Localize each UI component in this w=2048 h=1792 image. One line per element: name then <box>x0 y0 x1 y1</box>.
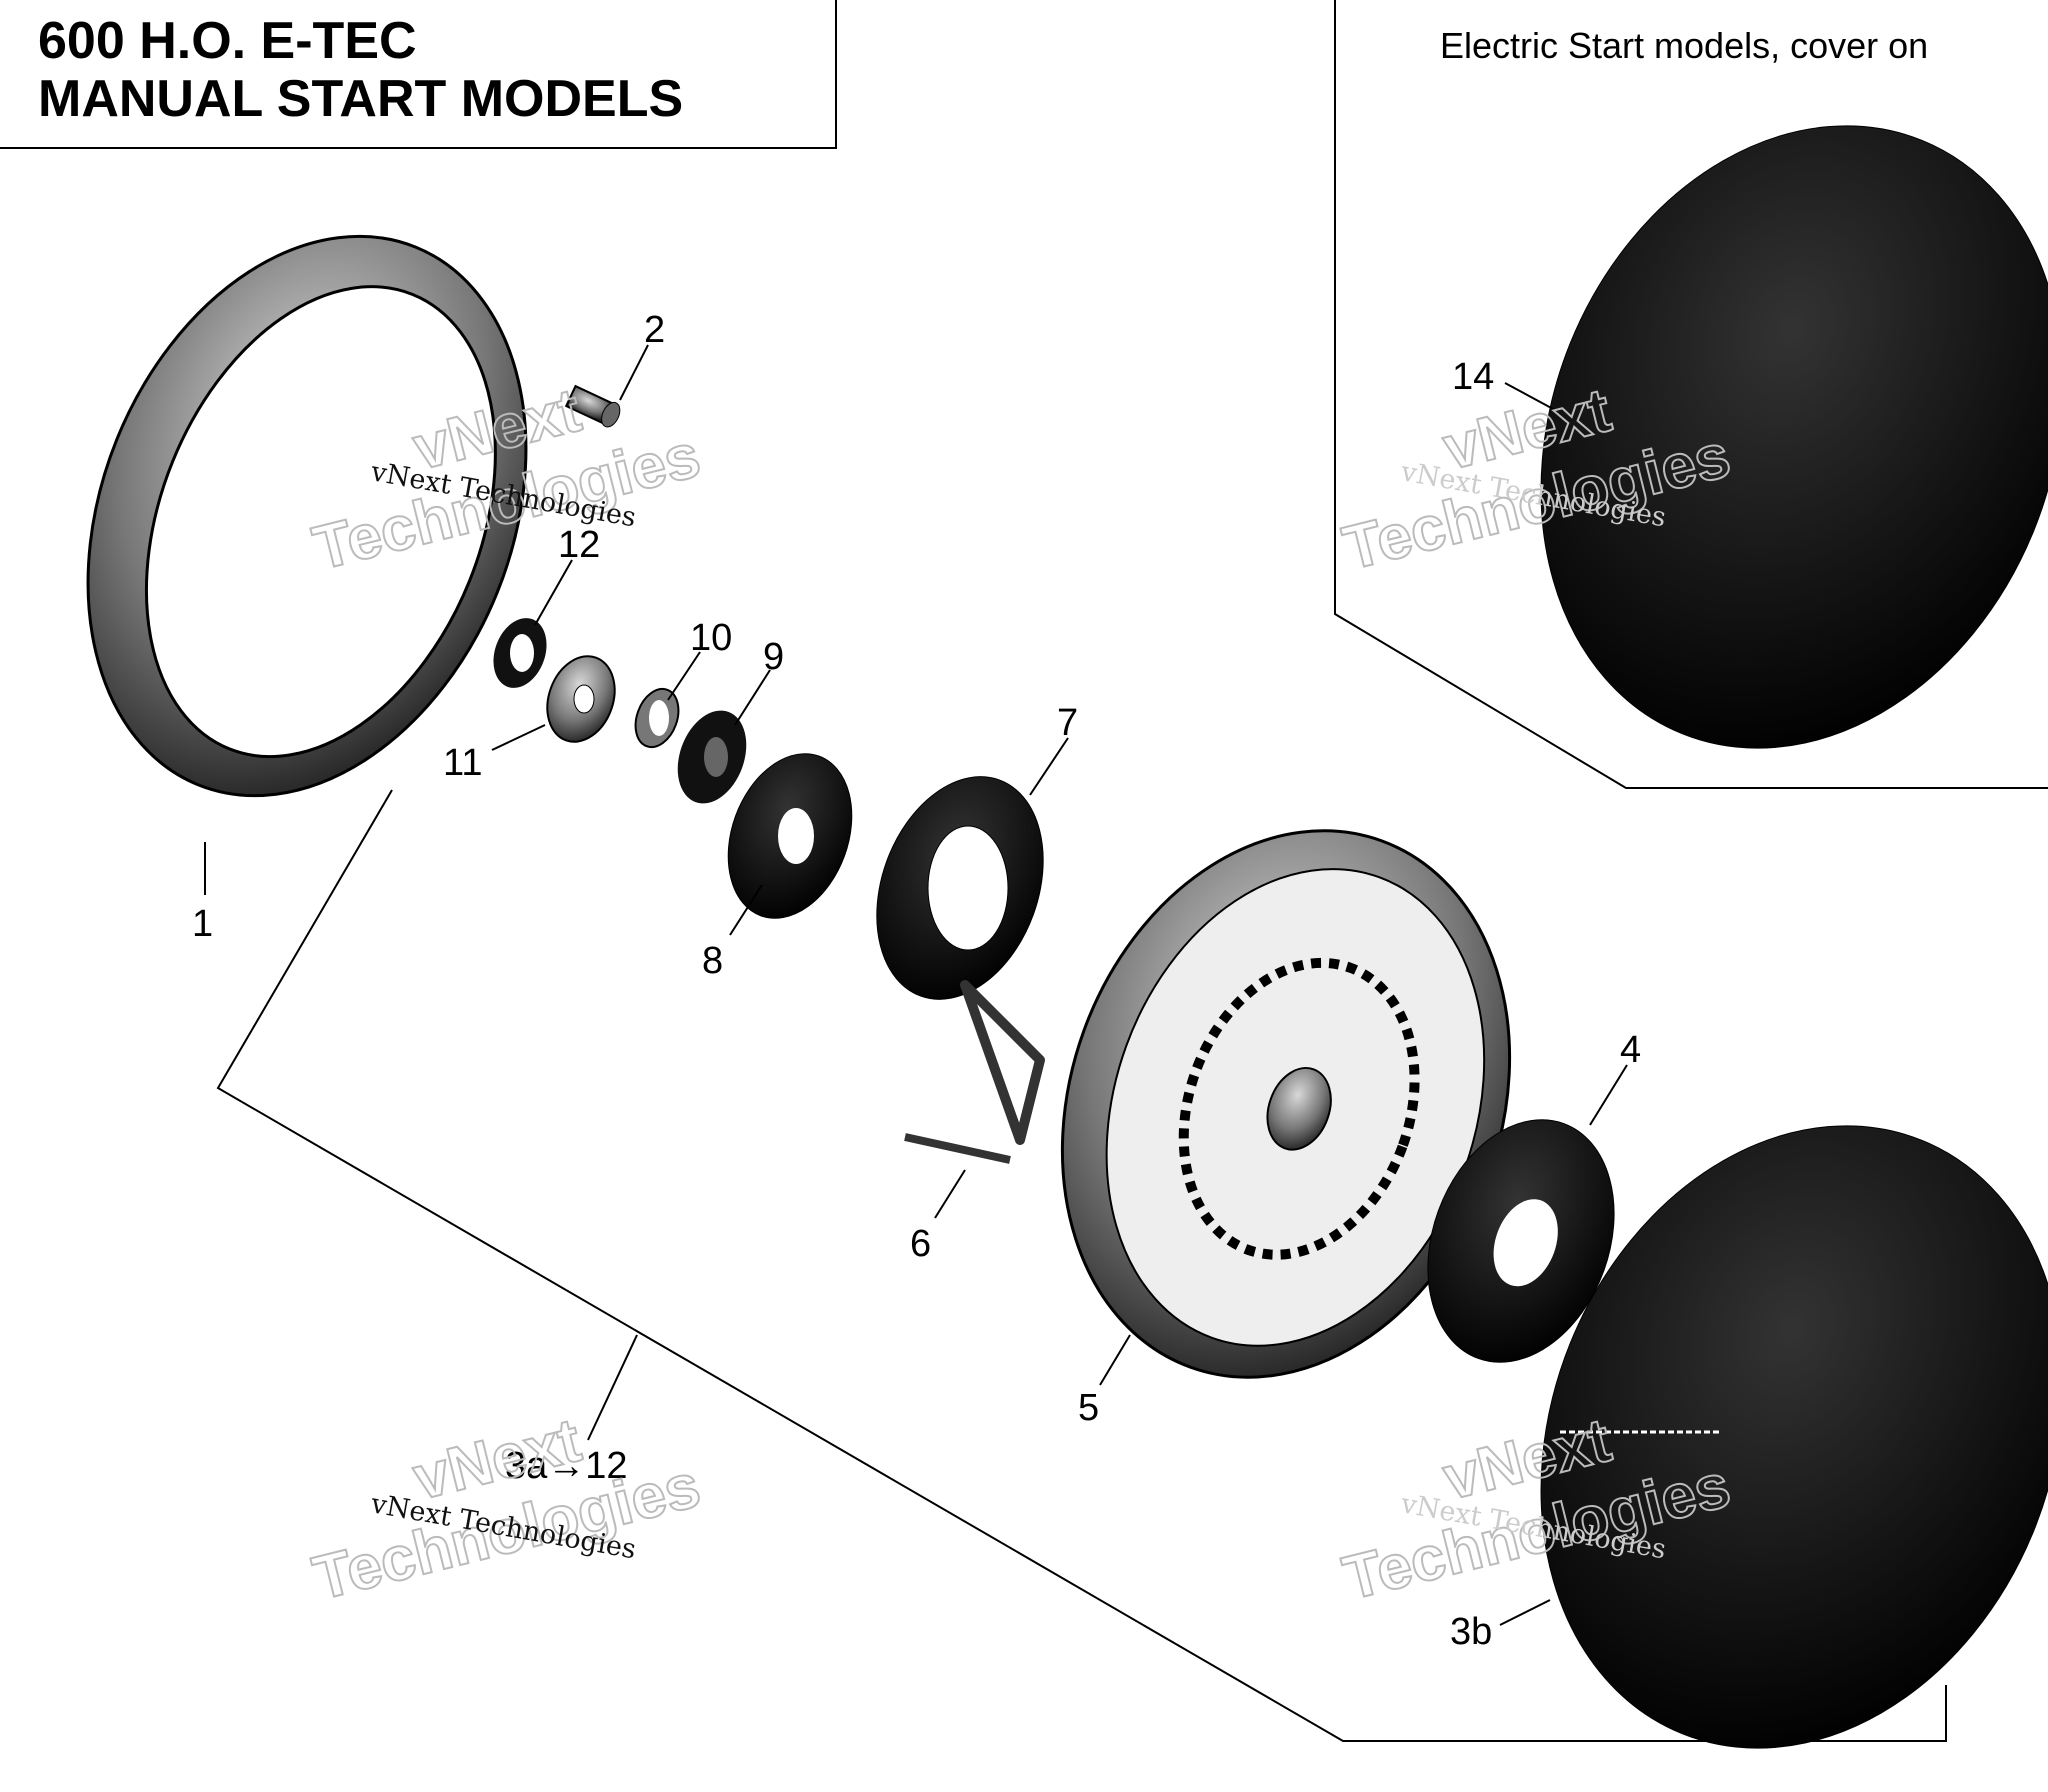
callout-14: 14 <box>1452 356 1494 398</box>
leader-lines <box>204 344 1628 1626</box>
inset-frame <box>1334 0 2048 789</box>
callout-4: 4 <box>1620 1029 1641 1071</box>
title-line-1: 600 H.O. E-TEC <box>38 12 417 70</box>
part-7-pawl-cover <box>876 776 1044 1000</box>
callout-6: 6 <box>910 1223 931 1265</box>
callout-9: 9 <box>763 636 784 678</box>
part-4-recoil-spring <box>1427 1119 1615 1363</box>
callout-10: 10 <box>690 617 732 659</box>
part-8-plate <box>727 753 853 919</box>
callout-7: 7 <box>1057 702 1078 744</box>
part-6-rope-handle <box>904 980 1045 1164</box>
watermark-bottom-left: vNext Technologies vNext Technologies <box>306 1405 708 1615</box>
part-1-housing-ring <box>86 234 528 798</box>
part-5-pulley <box>1060 829 1512 1379</box>
callout-3a-12: 3a→12 <box>505 1445 628 1487</box>
part-11-cam <box>546 655 616 743</box>
title-line-2: MANUAL START MODELS <box>38 70 683 128</box>
callout-11: 11 <box>443 742 482 784</box>
inset-note: Electric Start models, cover on <box>1440 25 1928 66</box>
callout-8: 8 <box>702 940 723 982</box>
callout-1: 1 <box>192 903 213 945</box>
part-2-bolt <box>564 384 621 428</box>
callout-2: 2 <box>644 309 665 351</box>
callout-12: 12 <box>558 524 600 566</box>
part-3b-cover <box>1540 1125 2048 1749</box>
assembly-bracket <box>216 789 1947 1742</box>
part-14-cover <box>1540 125 2048 749</box>
callout-5: 5 <box>1078 1387 1099 1429</box>
callout-3b: 3b <box>1450 1611 1492 1653</box>
part-10-ring <box>634 687 680 749</box>
title-box-frame <box>0 0 837 149</box>
part-12-washer <box>493 618 547 688</box>
part-9-washer <box>677 710 747 804</box>
